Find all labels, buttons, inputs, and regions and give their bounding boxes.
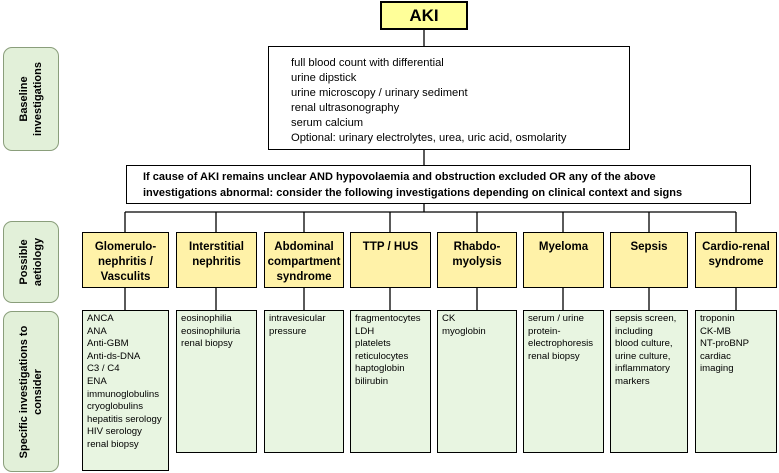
side-label-baseline: Baseline investigations bbox=[3, 47, 59, 151]
investigation-item: hepatitis serology bbox=[87, 413, 162, 425]
aetiology-label-line: Interstitial bbox=[189, 241, 244, 253]
investigation-item: cryoglobulins bbox=[87, 401, 143, 413]
investigations-myeloma: serum / urine protein- electrophoresis r… bbox=[523, 310, 604, 453]
investigation-item: eosinophilia bbox=[181, 313, 232, 324]
investigation-item: NT-proBNP bbox=[700, 338, 750, 350]
baseline-item: serum calcium bbox=[291, 117, 364, 130]
aetiology-label-line: Rhabdo- bbox=[453, 241, 501, 253]
aetiology-label-line: syndrome bbox=[708, 256, 764, 268]
aetiology-label-line: Glomerulo- bbox=[94, 241, 157, 253]
investigation-item: ENA bbox=[87, 375, 107, 387]
investigation-item: sepsis screen, bbox=[615, 313, 677, 324]
aetiology-rhabdomyolysis: Rhabdo- myolysis bbox=[437, 232, 517, 288]
investigation-item: ANA bbox=[87, 325, 107, 337]
aetiology-label-line: Vasculits bbox=[100, 271, 151, 283]
investigation-item: renal biopsy bbox=[528, 350, 580, 362]
investigation-item: markers bbox=[615, 375, 650, 387]
investigations-cardio-renal: troponin CK-MB NT-proBNP cardiac imaging bbox=[695, 310, 777, 453]
investigation-item: ANCA bbox=[87, 313, 114, 324]
baseline-item: urine microscopy / urinary sediment bbox=[291, 87, 468, 100]
investigations-ttp-hus: fragmentocytes LDH platelets reticulocyt… bbox=[350, 310, 431, 453]
investigation-item: CK bbox=[442, 313, 456, 324]
side-label-baseline-line-1: Baseline bbox=[18, 76, 30, 122]
baseline-investigations-box: full blood count with differential urine… bbox=[268, 46, 630, 150]
side-label-aetiology: Possible aetiology bbox=[3, 221, 59, 303]
investigation-item: Anti-ds-DNA bbox=[87, 350, 141, 362]
investigations-rhabdomyolysis: CK myoglobin bbox=[437, 310, 517, 453]
side-label-baseline-line-2: investigations bbox=[32, 62, 44, 136]
investigation-item: CK-MB bbox=[700, 325, 731, 337]
investigation-item: eosinophiluria bbox=[181, 325, 241, 337]
investigations-sepsis: sepsis screen, including blood culture, … bbox=[610, 310, 688, 453]
investigation-item: myoglobin bbox=[442, 325, 486, 337]
investigation-item: renal biopsy bbox=[87, 438, 139, 450]
baseline-item: urine dipstick bbox=[291, 72, 357, 85]
aetiology-label-line: TTP / HUS bbox=[362, 241, 419, 253]
aetiology-myeloma: Myeloma bbox=[523, 232, 604, 288]
baseline-item: renal ultrasonography bbox=[291, 102, 400, 115]
investigation-item: troponin bbox=[700, 313, 735, 324]
aetiology-ttp-hus: TTP / HUS bbox=[350, 232, 431, 288]
investigation-item: pressure bbox=[269, 325, 307, 337]
investigation-item: C3 / C4 bbox=[87, 363, 120, 375]
investigation-item: cardiac bbox=[700, 350, 731, 362]
investigation-item: imaging bbox=[700, 363, 734, 375]
aetiology-label-line: Sepsis bbox=[630, 241, 668, 253]
side-label-aetiology-line-2: aetiology bbox=[32, 237, 44, 287]
aetiology-label-line: Abdominal bbox=[274, 241, 334, 253]
investigation-item: haptoglobin bbox=[355, 363, 405, 375]
investigation-item: bilirubin bbox=[355, 375, 389, 387]
aetiology-label-line: nephritis / bbox=[98, 256, 153, 268]
investigations-glomerulonephritis: ANCA ANA Anti-GBM Anti-ds-DNA C3 / C4 EN… bbox=[82, 310, 169, 471]
aetiology-label-line: myolysis bbox=[452, 256, 502, 268]
investigation-item: electrophoresis bbox=[528, 338, 594, 350]
investigations-abdominal-compartment: intravesicular pressure bbox=[264, 310, 344, 453]
aki-title-box: AKI bbox=[380, 1, 468, 30]
side-label-specific-line-1: Specific investigations to bbox=[18, 325, 30, 458]
side-label-specific-line-2: consider bbox=[32, 368, 44, 415]
aetiology-label-line: nephritis bbox=[192, 256, 241, 268]
aetiology-label-line: Cardio-renal bbox=[702, 241, 770, 253]
aetiology-sepsis: Sepsis bbox=[610, 232, 688, 288]
investigation-item: immunoglobulins bbox=[87, 388, 159, 400]
aetiology-cardio-renal: Cardio-renal syndrome bbox=[695, 232, 777, 288]
investigation-item: fragmentocytes bbox=[355, 313, 421, 324]
aki-title: AKI bbox=[409, 5, 439, 25]
baseline-item: Optional: urinary electrolytes, urea, ur… bbox=[291, 132, 567, 145]
investigation-item: inflammatory bbox=[615, 363, 670, 375]
investigation-item: blood culture, bbox=[615, 338, 673, 350]
aetiology-interstitial-nephritis: Interstitial nephritis bbox=[176, 232, 257, 288]
aetiology-label-line: Myeloma bbox=[538, 241, 589, 253]
investigation-item: including bbox=[615, 325, 653, 337]
investigation-item: reticulocytes bbox=[355, 350, 409, 362]
condition-line-2: investigations abnormal: consider the fo… bbox=[143, 187, 683, 199]
aetiology-abdominal-compartment: Abdominal compartment syndrome bbox=[264, 232, 344, 288]
aetiology-label-line: syndrome bbox=[276, 271, 332, 283]
investigation-item: urine culture, bbox=[615, 350, 671, 362]
investigation-item: renal biopsy bbox=[181, 338, 233, 350]
investigation-item: LDH bbox=[355, 325, 375, 337]
investigations-interstitial-nephritis: eosinophilia eosinophiluria renal biopsy bbox=[176, 310, 257, 453]
investigation-item: intravesicular bbox=[269, 313, 326, 324]
condition-line-1: If cause of AKI remains unclear AND hypo… bbox=[143, 171, 656, 183]
investigation-item: Anti-GBM bbox=[87, 338, 129, 350]
side-label-aetiology-line-1: Possible bbox=[18, 239, 30, 285]
condition-box: If cause of AKI remains unclear AND hypo… bbox=[126, 165, 751, 204]
investigation-item: HIV serology bbox=[87, 426, 142, 438]
investigation-item: protein- bbox=[528, 325, 561, 337]
aetiology-glomerulonephritis: Glomerulo- nephritis / Vasculits bbox=[82, 232, 169, 288]
investigation-item: platelets bbox=[355, 338, 391, 350]
investigation-item: serum / urine bbox=[528, 313, 584, 324]
baseline-item: full blood count with differential bbox=[291, 57, 444, 69]
aetiology-label-line: compartment bbox=[267, 256, 341, 268]
side-label-specific: Specific investigations to consider bbox=[3, 311, 59, 472]
